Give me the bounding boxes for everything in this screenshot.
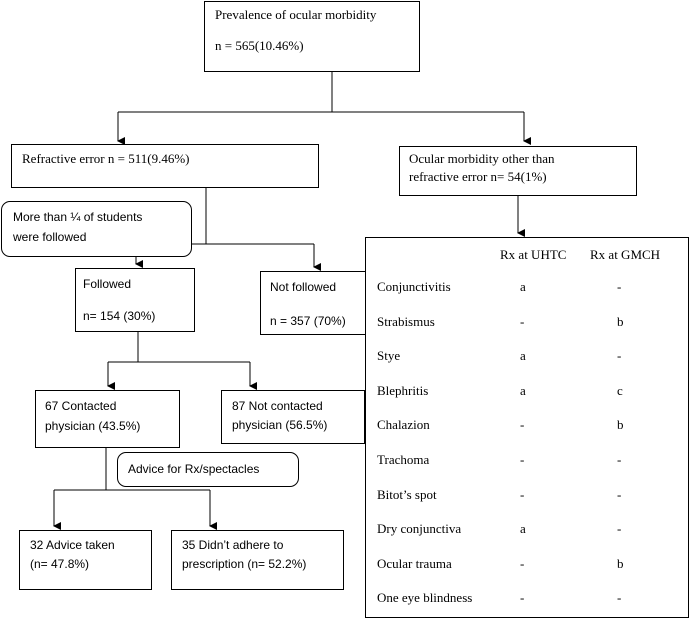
not-adhere-line1: 35 Didn’t adhere to (182, 538, 284, 552)
followed-note-line1: More than ¼ of students (13, 210, 143, 224)
not-followed-box: Not followed n = 357 (70%) (260, 271, 376, 335)
followed-label: Followed (83, 277, 132, 291)
table-row-condition: Blephritis (377, 383, 429, 398)
not-contacted-line1: 87 Not contacted (232, 399, 323, 413)
not-followed-count: n = 357 (70%) (270, 314, 346, 328)
table-row-condition: Trachoma (377, 452, 430, 467)
table-row-gmch-value: - (617, 521, 622, 536)
table-row-uhtc-value: - (520, 417, 525, 432)
other-morbidity-line2: refractive error n= 54(1%) (409, 169, 547, 184)
not-contacted-line2: physician (56.5%) (232, 418, 328, 432)
table-row-uhtc-value: - (520, 590, 525, 605)
table-row-uhtc-value: - (520, 314, 525, 329)
table-row-uhtc-value: - (520, 487, 525, 502)
advice-note-label: Advice for Rx/spectacles (128, 462, 260, 476)
table-row-condition: Stye (377, 348, 401, 363)
refractive-error-label: Refractive error n = 511(9.46%) (22, 151, 190, 166)
contacted-line1: 67 Contacted (45, 399, 117, 413)
contacted-line2: physician (43.5%) (45, 419, 141, 433)
prevalence-box: Prevalence of ocular morbidity n = 565(1… (204, 1, 420, 72)
table-row-condition: Dry conjunctiva (377, 521, 462, 536)
table-row-uhtc-value: - (520, 452, 525, 467)
table-row-gmch-value: c (617, 383, 623, 398)
not-followed-label: Not followed (270, 280, 337, 294)
table-row-gmch-value: - (617, 590, 622, 605)
table-row-gmch-value: b (617, 556, 624, 571)
table-row-condition: Conjunctivitis (377, 279, 451, 294)
contacted-box: 67 Contacted physician (43.5%) (35, 390, 180, 448)
table-row-condition: Bitot’s spot (377, 487, 437, 502)
table-row-gmch-value: - (617, 279, 622, 294)
advice-taken-line1: 32 Advice taken (30, 538, 115, 552)
followed-note-line2: were followed (13, 230, 87, 244)
followed-box: Followed n= 154 (30%) (75, 268, 195, 332)
table-row-gmch-value: - (617, 452, 622, 467)
table-row-gmch-value: - (617, 487, 622, 502)
table-row-uhtc-value: a (520, 348, 526, 363)
followed-note-callout: More than ¼ of students were followed (1, 201, 192, 257)
table-row-gmch-value: b (617, 314, 624, 329)
prevalence-title: Prevalence of ocular morbidity (215, 7, 377, 22)
table-row-condition: Strabismus (377, 314, 435, 329)
advice-taken-box: 32 Advice taken (n= 47.8%) (19, 530, 152, 590)
table-row-condition: One eye blindness (377, 590, 473, 605)
advice-note-callout: Advice for Rx/spectacles (117, 452, 299, 487)
table-row-uhtc-value: a (520, 521, 526, 536)
table-row-uhtc-value: - (520, 556, 525, 571)
not-contacted-box: 87 Not contacted physician (56.5%) (221, 390, 365, 444)
table-row-uhtc-value: a (520, 383, 526, 398)
refractive-error-box: Refractive error n = 511(9.46%) (11, 144, 319, 188)
followed-count: n= 154 (30%) (83, 309, 156, 323)
treatment-table: Rx at UHTC Rx at GMCH Conjunctivitis a - St… (365, 237, 689, 618)
advice-taken-line2: (n= 47.8%) (30, 557, 90, 571)
prevalence-count: n = 565(10.46%) (215, 38, 304, 53)
not-adhere-line2: prescription (n= 52.2%) (182, 557, 307, 571)
other-morbidity-line1: Ocular morbidity other than (409, 151, 555, 166)
other-morbidity-box: Ocular morbidity other than refractive e… (399, 146, 637, 196)
table-row-condition: Chalazion (377, 417, 430, 432)
table-row-gmch-value: - (617, 348, 622, 363)
table-row-gmch-value: b (617, 417, 624, 432)
table-row-condition: Ocular trauma (377, 556, 452, 571)
table-row-uhtc-value: a (520, 279, 526, 294)
table-header-gmch: Rx at GMCH (590, 247, 661, 262)
not-adhere-box: 35 Didn’t adhere to prescription (n= 52.… (171, 530, 344, 590)
table-header-uhtc: Rx at UHTC (500, 247, 567, 262)
